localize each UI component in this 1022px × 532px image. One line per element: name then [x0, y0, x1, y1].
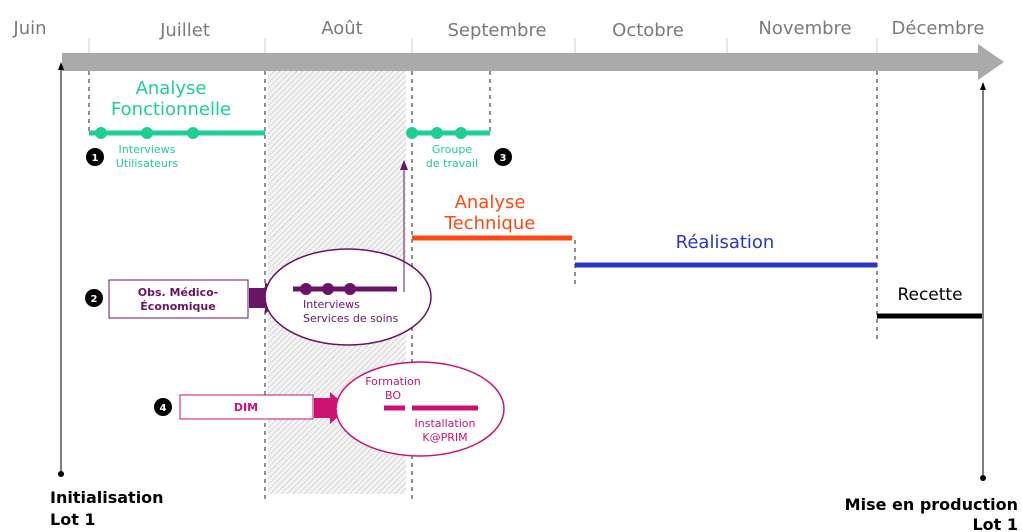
task-iu-line2: Utilisateurs — [116, 157, 179, 170]
month-juillet: Juillet — [159, 20, 210, 41]
month-novembre: Novembre — [758, 18, 851, 39]
dim-box — [179, 394, 314, 420]
number-badge-3-label: 3 — [500, 153, 507, 164]
number-badge-1 — [86, 148, 104, 166]
obs-medico-box-line2: Économique — [140, 300, 215, 313]
task-gt-line2: de travail — [426, 157, 478, 170]
task-interviews-utilisateurs: 1 Interviews Utilisateurs — [86, 143, 178, 170]
task-dim: 4 DIM Formation BO Installation K@PRIM — [154, 361, 505, 457]
dim-install-line2: K@PRIM — [422, 431, 467, 444]
milestone-start: Initialisation Lot 1 — [50, 62, 164, 529]
number-badge-4-label: 4 — [160, 403, 167, 414]
timeline-arrow — [62, 44, 1004, 80]
task-groupe-de-travail: Groupe de travail 3 — [426, 143, 512, 170]
milestone-end-line1: Mise en production — [845, 495, 1018, 514]
month-decembre: Décembre — [892, 18, 985, 39]
month-juin: Juin — [12, 18, 46, 39]
obs-medico-box-line1: Obs. Médico- — [138, 286, 218, 299]
dashed-guides — [88, 71, 878, 500]
phase-realisation-label: Réalisation — [676, 232, 775, 253]
obs-medico-box — [108, 279, 249, 319]
phase-recette: Recette — [877, 285, 982, 319]
obs-medico-line2: Services de soins — [303, 312, 399, 325]
dim-formation-line1: Formation — [365, 375, 421, 388]
task-iu-line1: Interviews — [119, 143, 176, 156]
milestone-end: Mise en production Lot 1 — [845, 82, 1018, 532]
dim-arrow — [314, 392, 348, 424]
month-ticks — [88, 38, 878, 53]
month-aout: Août — [321, 18, 362, 39]
number-badge-2-label: 2 — [91, 294, 98, 305]
number-badge-1-label: 1 — [92, 153, 99, 164]
phase-realisation: Réalisation — [575, 232, 877, 268]
dim-install-line1: Installation — [415, 417, 476, 430]
number-badge-2 — [85, 289, 103, 307]
task-obs-medico-economique: 2 Obs. Médico- Économique Interviews Ser… — [85, 160, 432, 346]
month-octobre: Octobre — [612, 20, 684, 41]
task-gt-line1: Groupe — [432, 143, 472, 156]
milestone-start-line1: Initialisation — [50, 488, 164, 507]
dim-formation-line2: BO — [385, 389, 401, 402]
number-badge-3 — [494, 148, 512, 166]
phase-analyse-technique: Analyse Technique — [412, 192, 572, 241]
phase-at-line2: Technique — [444, 213, 536, 234]
milestone-start-line2: Lot 1 — [50, 510, 96, 529]
phase-recette-label: Recette — [897, 285, 962, 305]
phase-at-line1: Analyse — [455, 192, 526, 213]
phase-af-line1: Analyse — [136, 78, 207, 99]
dim-box-label: DIM — [234, 401, 258, 414]
milestone-end-line2: Lot 1 — [972, 515, 1018, 532]
month-labels: Juin Juillet Août Septembre Octobre Nove… — [12, 18, 984, 41]
phase-af-line2: Fonctionnelle — [111, 99, 231, 120]
obs-medico-ellipse — [264, 248, 432, 346]
number-badge-4 — [154, 398, 172, 416]
month-septembre: Septembre — [447, 20, 546, 41]
obs-medico-line1: Interviews — [303, 298, 360, 311]
phase-analyse-fonctionnelle: Analyse Fonctionnelle — [89, 78, 490, 139]
